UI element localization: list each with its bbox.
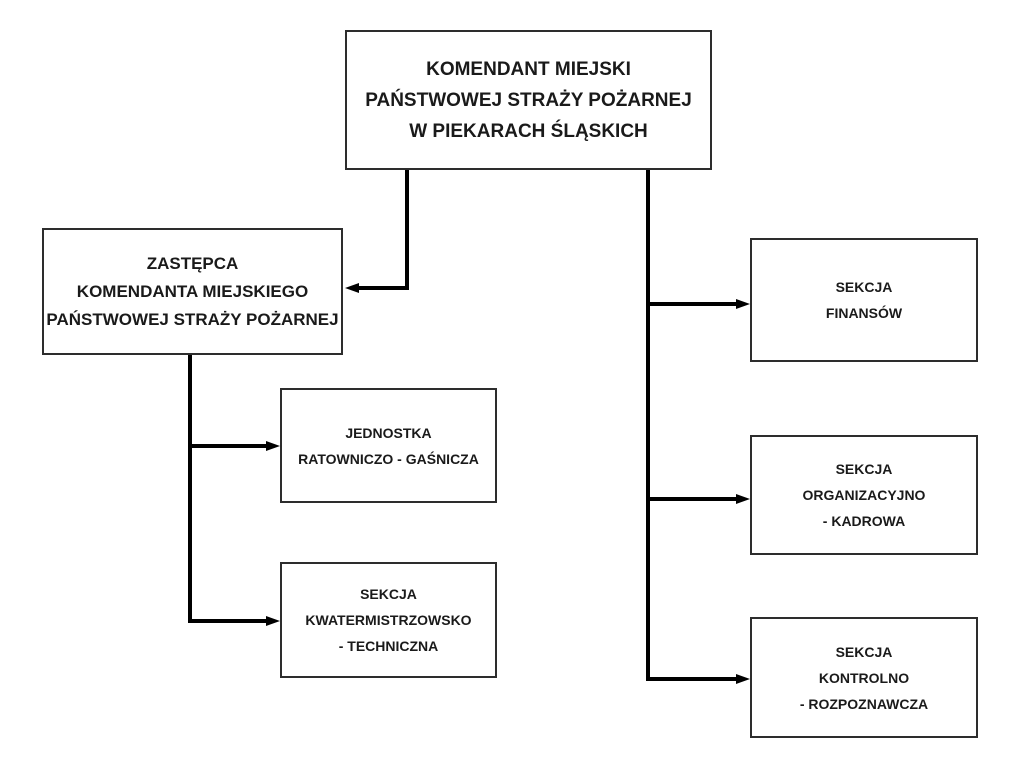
node-zastepca: ZASTĘPCA KOMENDANTA MIEJSKIEGO PAŃSTWOWE… xyxy=(42,228,343,355)
node-kontrolna-line-2: KONTROLNO xyxy=(818,669,910,686)
arrowhead-right-icon xyxy=(266,616,280,626)
node-jednostka-line-2: RATOWNICZO - GAŚNICZA xyxy=(298,450,479,467)
node-kontrolna: SEKCJA KONTROLNO - ROZPOZNAWCZA xyxy=(750,617,978,738)
node-finansow-line-1: SEKCJA xyxy=(835,279,893,295)
connector-komendant-zastepca-horizontal xyxy=(357,286,409,290)
arrowhead-left-icon xyxy=(345,283,359,293)
node-organizacyjna-line-1: SEKCJA xyxy=(835,461,893,477)
node-jednostka-line-1: JEDNOSTKA xyxy=(345,424,432,441)
arrowhead-right-icon xyxy=(736,299,750,309)
node-jednostka: JEDNOSTKA RATOWNICZO - GAŚNICZA xyxy=(280,388,497,503)
node-organizacyjna-line-2: ORGANIZACYJNO xyxy=(802,487,926,503)
node-kwatermistrzowska-line-3: - TECHNICZNA xyxy=(338,638,439,654)
node-kontrolna-line-1: SEKCJA xyxy=(835,643,893,660)
connector-branch-jednostka xyxy=(188,444,266,448)
connector-branch-kontrolna xyxy=(646,677,736,681)
connector-branch-finansow xyxy=(646,302,736,306)
arrowhead-right-icon xyxy=(266,441,280,451)
node-organizacyjna-line-3: - KADROWA xyxy=(822,513,906,529)
node-zastepca-line-3: PAŃSTWOWEJ STRAŻY POŻARNEJ xyxy=(46,309,339,329)
node-komendant-line-1: KOMENDANT MIEJSKI xyxy=(426,58,631,80)
node-komendant: KOMENDANT MIEJSKI PAŃSTWOWEJ STRAŻY POŻA… xyxy=(345,30,712,170)
node-finansow-line-2: FINANSÓW xyxy=(825,305,903,321)
arrowhead-right-icon xyxy=(736,674,750,684)
node-kwatermistrzowska: SEKCJA KWATERMISTRZOWSKO - TECHNICZNA xyxy=(280,562,497,678)
node-komendant-line-2: PAŃSTWOWEJ STRAŻY POŻARNEJ xyxy=(365,89,692,111)
node-organizacyjna: SEKCJA ORGANIZACYJNO - KADROWA xyxy=(750,435,978,555)
node-zastepca-line-1: ZASTĘPCA xyxy=(146,253,239,273)
node-kwatermistrzowska-line-1: SEKCJA xyxy=(360,586,417,602)
node-komendant-line-3: W PIEKARACH ŚLĄSKICH xyxy=(409,120,648,142)
node-kwatermistrzowska-line-2: KWATERMISTRZOWSKO xyxy=(305,612,472,628)
connector-branch-organizacyjna xyxy=(646,497,736,501)
connector-komendant-right-trunk xyxy=(646,170,650,681)
node-zastepca-line-2: KOMENDANTA MIEJSKIEGO xyxy=(76,281,309,301)
node-finansow: SEKCJA FINANSÓW xyxy=(750,238,978,362)
arrowhead-right-icon xyxy=(736,494,750,504)
connector-komendant-zastepca-vertical xyxy=(405,170,409,290)
connector-zastepca-trunk xyxy=(188,355,192,623)
connector-branch-kwatermistrzowska xyxy=(188,619,266,623)
node-kontrolna-line-3: - ROZPOZNAWCZA xyxy=(799,695,929,712)
